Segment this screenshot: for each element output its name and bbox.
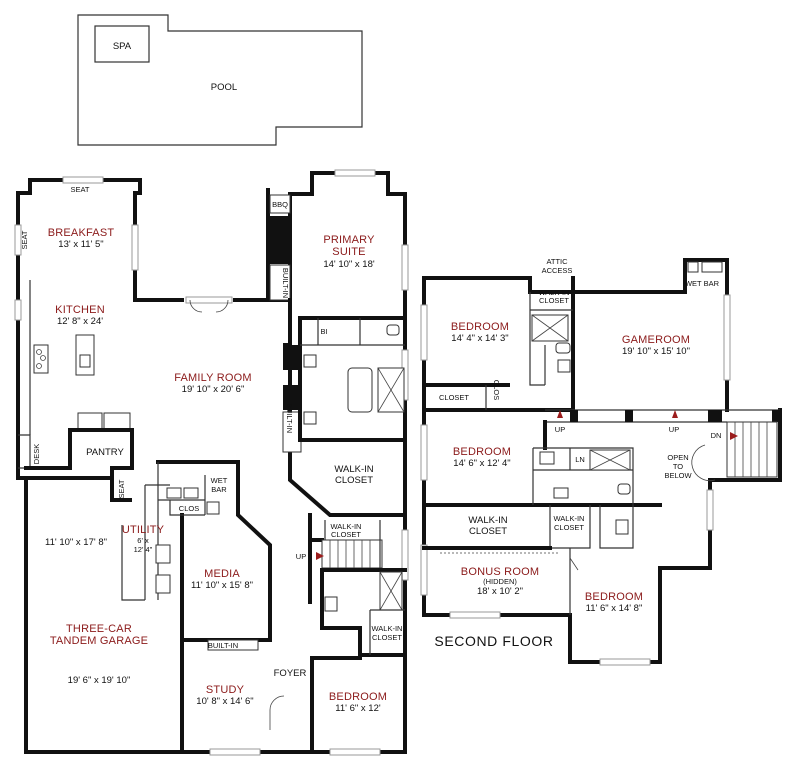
garage-name-1: THREE-CAR (66, 623, 132, 635)
garage-name-2: TANDEM GARAGE (50, 635, 148, 647)
up-stair-1: UP (555, 425, 565, 434)
open-label-1: OPEN (667, 453, 688, 462)
bedroom-main-dims: 11' 6" x 12' (335, 703, 381, 714)
bed-walkin-1: WALK-IN (372, 624, 403, 633)
family-room-name: FAMILY ROOM (174, 372, 252, 384)
attic-label-1: ATTIC (546, 257, 568, 266)
breakfast-name: BREAKFAST (48, 227, 115, 239)
walkin-up1-b: CLOSET (539, 296, 569, 305)
up-main-label: UP (296, 552, 306, 561)
closet-up-label: CLOSET (439, 393, 469, 402)
bi-label: BI (320, 327, 327, 336)
foyer-label: FOYER (274, 668, 307, 679)
utility-dims-1: 6' x (137, 536, 149, 545)
clos-up-label: CLOS (492, 380, 501, 400)
bedroom-up1-dims: 14' 4" x 14' 3" (451, 333, 508, 344)
family-room-dims: 19' 10" x 20' 6" (182, 384, 245, 395)
wet-bar-up-label: WET BAR (685, 279, 720, 288)
stair-walkin-2: CLOSET (331, 530, 361, 539)
bonus-note: (HIDDEN) (483, 577, 517, 586)
primary-suite-name-2: SUITE (332, 246, 365, 258)
walkin-up1-a: WALK-IN (539, 288, 570, 297)
walkin-up3-b: CLOSET (554, 523, 584, 532)
utility-dims-2: 12' 4" (134, 545, 153, 554)
bedroom-up1-name: BEDROOM (451, 321, 509, 333)
pool-outline (77, 14, 363, 146)
bbq-label: BBQ (272, 200, 288, 209)
spa-label: SPA (113, 41, 132, 52)
bedroom-up2-dims: 14' 6" x 12' 4" (453, 458, 510, 469)
media-name: MEDIA (204, 568, 240, 580)
second-floor: CLOSET CLOS (420, 258, 782, 666)
utility-name: UTILITY (122, 524, 165, 536)
pantry-label: PANTRY (86, 447, 124, 458)
pool-area: SPA POOL (77, 14, 363, 146)
bedroom-up2-name: BEDROOM (453, 446, 511, 458)
study-dims: 10' 8" x 14' 6" (196, 696, 253, 707)
walkin-up2-a: WALK-IN (468, 515, 507, 526)
primary-walkin-label-1: WALK-IN (334, 464, 373, 475)
breakfast-dims: 13' x 11' 5" (58, 239, 103, 250)
seat-left-label: SEAT (20, 230, 29, 249)
seat-top-label: SEAT (70, 185, 89, 194)
kitchen-dims: 12' 8" x 24' (57, 316, 103, 327)
study-name: STUDY (206, 684, 245, 696)
attic-label-2: ACCESS (542, 266, 573, 275)
wet-bar-main-2: BAR (211, 485, 227, 494)
stair-walkin-1: WALK-IN (331, 522, 362, 531)
open-label-3: BELOW (664, 471, 692, 480)
dn-label: DN (711, 431, 722, 440)
garage-dims: 19' 6" x 19' 10" (68, 675, 131, 686)
built-in-study-label: BUILT-IN (208, 641, 238, 650)
walkin-up2-b: CLOSET (469, 526, 507, 537)
gameroom-dims: 19' 10" x 15' 10" (622, 346, 690, 357)
garage-dims-top: 11' 10" x 17' 8" (45, 537, 107, 548)
primary-suite-name-1: PRIMARY (323, 234, 375, 246)
main-floor: BBQ BUILT-IN SEAT SEAT DESK PANTRY BUILT… (14, 169, 409, 756)
wet-bar-main-1: WET (211, 476, 228, 485)
gameroom-name: GAMEROOM (622, 334, 690, 346)
pool-label: POOL (211, 82, 237, 93)
second-floor-title: SECOND FLOOR (434, 633, 553, 649)
built-in-family-label: BUILT-IN (285, 403, 294, 433)
bedroom-up3-dims: 11' 6" x 14' 8" (586, 603, 643, 614)
clos-main-label: CLOS (179, 504, 199, 513)
up-stair-2: UP (669, 425, 679, 434)
open-label-2: TO (673, 462, 683, 471)
bonus-name: BONUS ROOM (461, 566, 539, 578)
kitchen-name: KITCHEN (55, 304, 105, 316)
bonus-dims: 18' x 10' 2" (477, 586, 523, 597)
primary-suite-dims: 14' 10" x 18' (323, 259, 375, 270)
ln-label: LN (575, 455, 585, 464)
primary-walkin-label-2: CLOSET (335, 475, 373, 486)
bedroom-up3-name: BEDROOM (585, 591, 643, 603)
second-floor-labels: ATTIC ACCESS BEDROOM 14' 4" x 14' 3" WAL… (434, 257, 721, 649)
main-floor-labels: BREAKFAST 13' x 11' 5" KITCHEN 12' 8" x … (45, 227, 402, 714)
walkin-up3-a: WALK-IN (554, 514, 585, 523)
desk-label: DESK (32, 444, 41, 464)
bedroom-main-name: BEDROOM (329, 691, 387, 703)
bed-walkin-2: CLOSET (372, 633, 402, 642)
built-in-primary-label: BUILT-IN (281, 268, 290, 298)
spa-outline (94, 25, 150, 63)
seat-garage-label: SEAT (117, 479, 126, 498)
media-dims: 11' 10" x 15' 8" (191, 580, 253, 591)
